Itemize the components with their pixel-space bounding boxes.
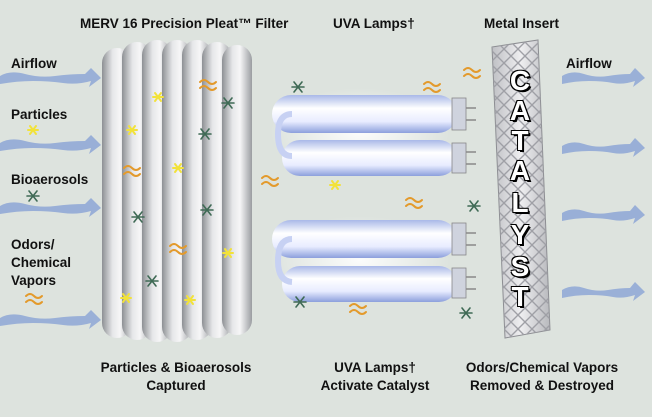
catalyst-letter: Y [510,219,530,250]
particle-icons [27,92,341,305]
airflow-left-arrows [0,68,101,329]
particles-label: Particles [11,107,68,122]
catalyst-letter: L [511,187,529,218]
bioaerosol-icons [26,81,481,319]
catalyst-letter: T [511,281,529,312]
airflow-right-label: Airflow [566,56,612,71]
filter-title: MERV 16 Precision Pleat™ Filter [80,16,289,31]
uva-lamps-title: UVA Lamps† [333,16,415,31]
removed-caption-line2: Removed & Destroyed [469,378,615,393]
catalyst-letter: A [509,155,531,186]
catalyst-letter: A [509,95,531,126]
uva-lamp-upper [270,88,476,176]
removed-caption-line1: Odors/Chemical Vapors [465,360,619,375]
bioaerosols-label: Bioaerosols [11,172,89,187]
catalyst-letter: C [509,65,531,96]
merv16-filter [102,40,252,342]
odors-label-line3: Vapors [11,273,57,288]
captured-caption-line2: Captured [146,378,206,393]
odor-icons [25,67,481,315]
activate-caption-line1: UVA Lamps† [334,360,416,375]
activate-caption-line2: Activate Catalyst [320,378,430,393]
metal-insert [491,39,551,339]
odors-label-line2: Chemical [11,255,72,270]
airflow-right-arrows [562,68,645,301]
catalyst-letter: S [510,251,530,282]
catalyst-letter: T [511,125,529,156]
captured-caption-line1: Particles & Bioaerosols [100,360,252,375]
airflow-left-label: Airflow [11,56,57,71]
uva-lamp-lower [270,216,476,304]
metal-insert-title: Metal Insert [484,16,560,31]
odors-label-line1: Odors/ [11,237,55,252]
